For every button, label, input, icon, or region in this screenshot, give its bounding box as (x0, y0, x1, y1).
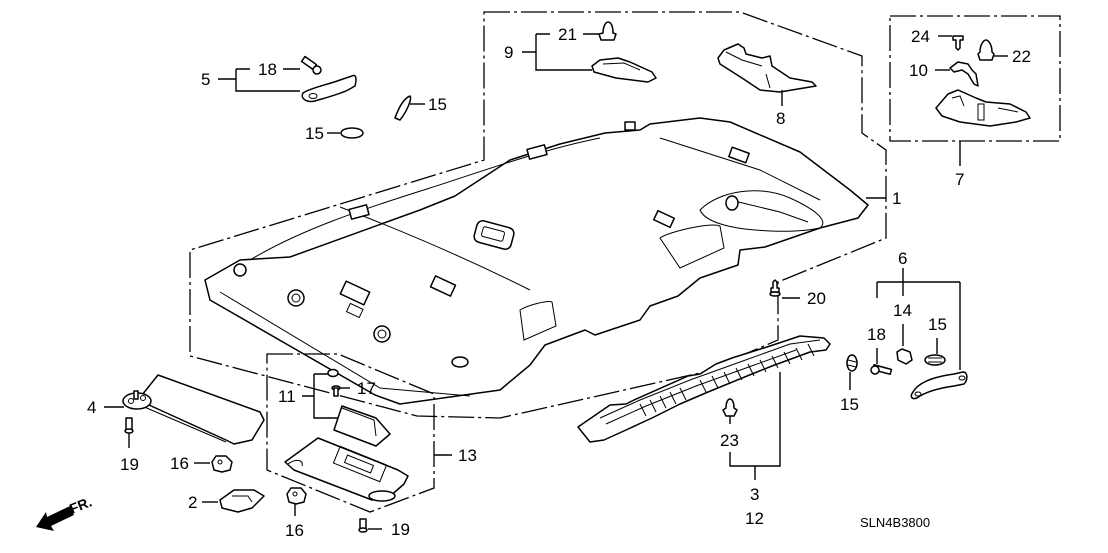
callout-19-right[interactable]: 19 (391, 520, 410, 539)
cover-15-a[interactable] (394, 95, 412, 121)
callout-15-b[interactable]: 15 (305, 124, 324, 143)
room-light-part[interactable] (591, 57, 657, 83)
callout-18-top[interactable]: 18 (258, 60, 277, 79)
bolt-18-top[interactable] (300, 55, 322, 75)
callout-2[interactable]: 2 (188, 493, 197, 512)
screw-19-left[interactable] (124, 417, 134, 434)
leader-3 (729, 372, 781, 480)
bolt-18-right[interactable] (870, 364, 893, 376)
callout-3[interactable]: 3 (750, 485, 759, 504)
leader-9 (522, 33, 592, 71)
screw-19-right[interactable] (358, 518, 368, 533)
sunvisor-holder-part[interactable] (219, 489, 265, 513)
assist-grip-rear-part[interactable] (910, 371, 968, 400)
callout-23[interactable]: 23 (720, 431, 739, 450)
callout-24[interactable]: 24 (911, 27, 930, 46)
callout-8[interactable]: 8 (776, 109, 785, 128)
callout-4[interactable]: 4 (87, 398, 96, 417)
callout-15-a[interactable]: 15 (428, 95, 447, 114)
callout-1[interactable]: 1 (892, 189, 901, 208)
front-direction-label: FR. (67, 493, 94, 516)
clip-23[interactable] (722, 398, 738, 417)
cap-11[interactable] (327, 368, 339, 378)
visor-bracket-16-right[interactable] (286, 487, 307, 505)
callout-18-right[interactable]: 18 (867, 325, 886, 344)
callout-19-left[interactable]: 19 (120, 455, 139, 474)
diagram-code: SLN4B3800 (860, 515, 930, 530)
callout-20[interactable]: 20 (807, 289, 826, 308)
callout-6[interactable]: 6 (898, 249, 907, 268)
roof-rail-garnish-part[interactable] (577, 335, 831, 443)
cover-15-c[interactable] (924, 354, 946, 366)
map-light-group-boundary (889, 15, 1061, 142)
sunvisor-right-group-boundary (266, 353, 435, 513)
leader-11 (302, 373, 338, 419)
callout-17[interactable]: 17 (357, 379, 376, 398)
callout-13[interactable]: 13 (458, 446, 477, 465)
callout-15-d[interactable]: 15 (840, 395, 859, 414)
callout-16-right[interactable]: 16 (285, 521, 304, 540)
visor-bracket-16-left[interactable] (211, 455, 233, 473)
cover-15-d[interactable] (846, 354, 858, 372)
callout-5[interactable]: 5 (201, 70, 210, 89)
light-clip-10[interactable] (949, 61, 979, 87)
callout-21[interactable]: 21 (558, 25, 577, 44)
cover-15-b[interactable] (340, 127, 364, 139)
clip-21[interactable] (598, 21, 617, 41)
tapping-screw-20[interactable] (769, 279, 781, 297)
leader-5 (218, 68, 300, 92)
callout-14[interactable]: 14 (893, 301, 912, 320)
front-direction-arrow-icon: FR. (36, 493, 94, 531)
callout-7[interactable]: 7 (955, 170, 964, 189)
map-light-part[interactable] (935, 89, 1031, 127)
callout-10[interactable]: 10 (909, 61, 928, 80)
callout-15-c[interactable]: 15 (928, 315, 947, 334)
callout-9[interactable]: 9 (504, 43, 513, 62)
callout-12[interactable]: 12 (745, 509, 764, 528)
vanity-mirror-lid-part[interactable] (333, 405, 391, 447)
callout-16-left[interactable]: 16 (170, 454, 189, 473)
assist-grip-front-part[interactable] (301, 74, 357, 103)
sunvisor-left-part[interactable] (122, 374, 265, 445)
callout-22[interactable]: 22 (1012, 47, 1031, 66)
rear-console-bracket-part[interactable] (717, 43, 817, 93)
callout-11[interactable]: 11 (278, 387, 296, 406)
headliner-part[interactable] (204, 117, 869, 405)
screw-24[interactable] (952, 35, 964, 51)
sunvisor-right-part[interactable] (284, 437, 409, 502)
grip-cap-14[interactable] (896, 348, 913, 365)
leader-6 (876, 268, 961, 370)
clip-22[interactable] (977, 39, 995, 61)
